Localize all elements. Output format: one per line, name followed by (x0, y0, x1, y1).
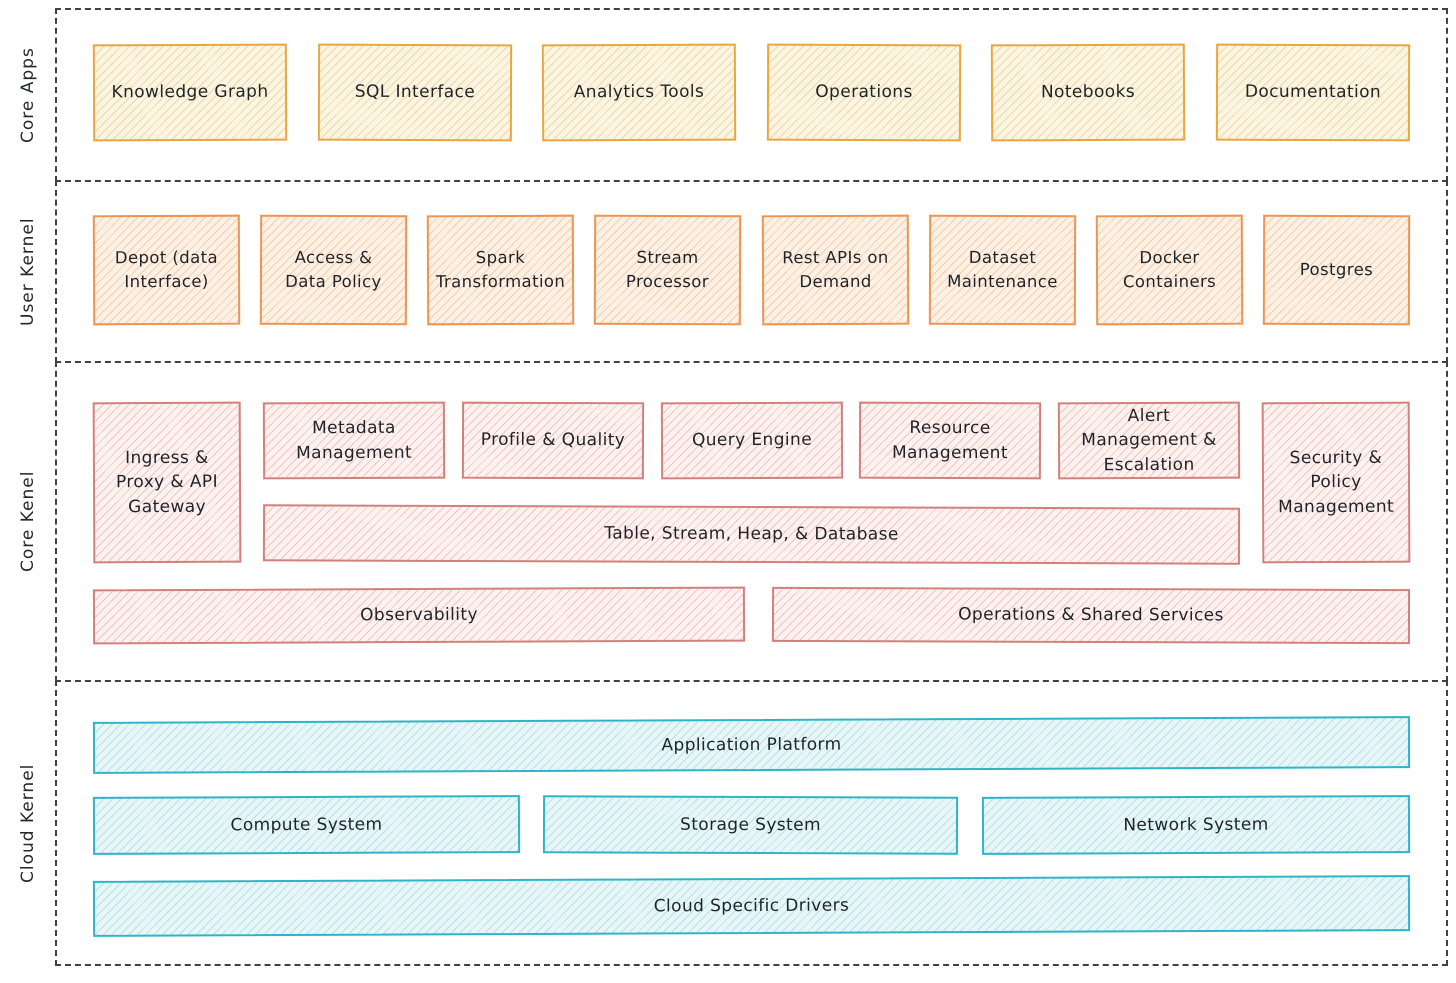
box-resource-management: Resource Management (859, 401, 1042, 480)
section-label-core-kernel: Core Kenel (18, 470, 38, 573)
box-storage-system: Storage System (542, 795, 959, 855)
box-postgres: Postgres (1262, 214, 1411, 326)
core-kernel-main: Ingress & Proxy & API Gateway Metadata M… (57, 363, 1446, 565)
box-spark-transformation: Spark Transformation (427, 214, 575, 326)
box-ingress-proxy-api-gateway: Ingress & Proxy & API Gateway (92, 401, 242, 564)
box-table-stream-heap-database: Table, Stream, Heap, & Database (262, 504, 1241, 565)
box-metadata-management: Metadata Management (262, 401, 446, 480)
box-application-platform: Application Platform (92, 716, 1411, 774)
box-notebooks: Notebooks (991, 43, 1186, 142)
box-analytics-tools: Analytics Tools (541, 43, 737, 142)
box-observability: Observability (92, 586, 746, 645)
box-operations: Operations (766, 43, 961, 142)
section-cloud-kernel: Cloud Kernel Application Platform Comput… (18, 680, 1448, 966)
section-user-kernel: User Kernel Depot (data Interface) Acces… (18, 180, 1448, 363)
core-kernel-bottom-row: Observability Operations & Shared Servic… (57, 563, 1446, 645)
box-access-data-policy: Access & Data Policy (259, 214, 408, 326)
box-network-system: Network System (981, 795, 1411, 855)
box-documentation: Documentation (1215, 43, 1411, 142)
section-core-kernel: Core Kenel Ingress & Proxy & API Gateway… (18, 361, 1448, 682)
core-kernel-top-row: Metadata Management Profile & Quality Qu… (262, 401, 1241, 480)
user-kernel-row: Depot (data Interface) Access & Data Pol… (57, 182, 1446, 326)
cloud-kernel-row-1: Application Platform (57, 682, 1446, 774)
box-sql-interface: SQL Interface (317, 43, 512, 142)
box-operations-shared-services: Operations & Shared Services (771, 586, 1411, 645)
box-knowledge-graph: Knowledge Graph (92, 43, 288, 142)
box-dataset-maintenance: Dataset Maintenance (928, 214, 1076, 326)
box-query-engine: Query Engine (660, 401, 843, 480)
box-depot-data-interface: Depot (data Interface) (92, 214, 241, 326)
section-label-user-kernel: User Kernel (18, 217, 38, 326)
box-profile-quality: Profile & Quality (461, 401, 644, 480)
box-cloud-specific-drivers: Cloud Specific Drivers (92, 875, 1411, 937)
box-rest-apis-on-demand: Rest APIs on Demand (761, 214, 909, 326)
core-apps-row: Knowledge Graph SQL Interface Analytics … (57, 10, 1446, 142)
cloud-kernel-row-2: Compute System Storage System Network Sy… (57, 771, 1446, 855)
section-core-apps: Core Apps Knowledge Graph SQL Interface … (18, 8, 1448, 182)
box-stream-processor: Stream Processor (594, 214, 742, 326)
box-security-policy-management: Security & Policy Management (1261, 401, 1411, 564)
box-alert-management-escalation: Alert Management & Escalation (1057, 401, 1241, 480)
section-label-core-apps: Core Apps (18, 47, 38, 143)
box-compute-system: Compute System (92, 795, 521, 855)
cloud-kernel-row-3: Cloud Specific Drivers (57, 854, 1446, 937)
core-kernel-middle: Metadata Management Profile & Quality Qu… (262, 401, 1241, 565)
architecture-diagram: Core Apps Knowledge Graph SQL Interface … (18, 8, 1448, 966)
box-docker-containers: Docker Containers (1095, 214, 1244, 326)
section-label-cloud-kernel: Cloud Kernel (18, 763, 38, 883)
